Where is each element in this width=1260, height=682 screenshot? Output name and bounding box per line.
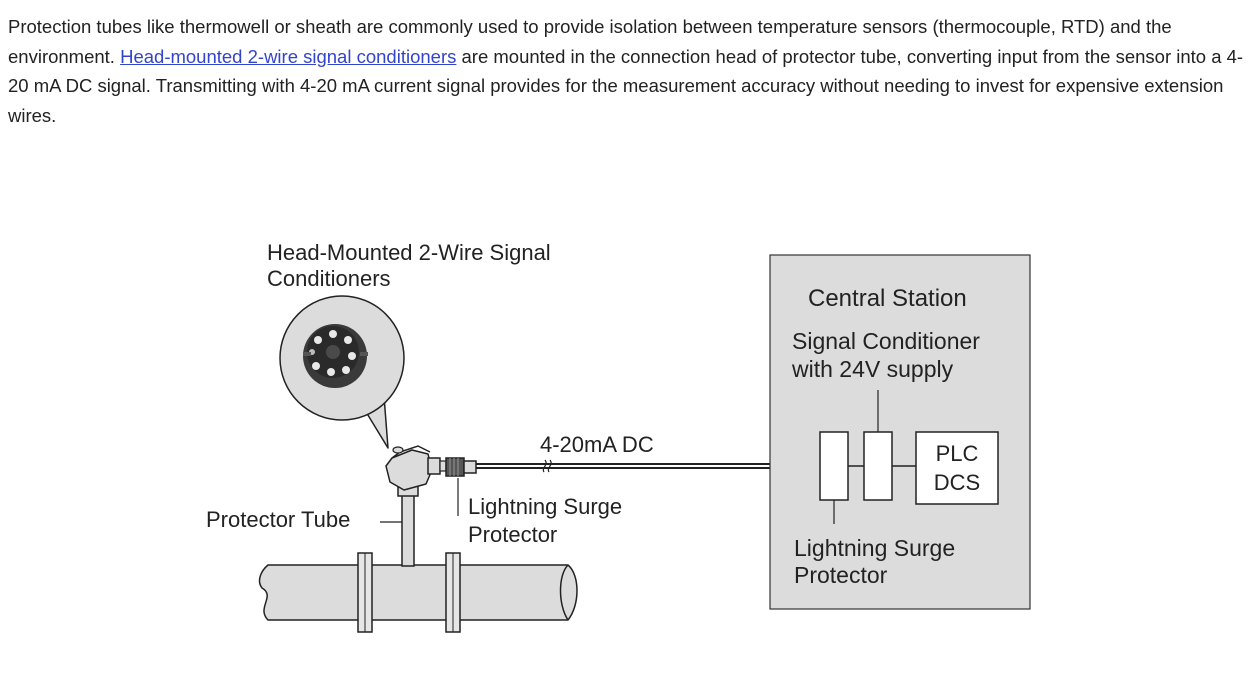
dcs-label: DCS — [934, 470, 980, 495]
conditioner-label-line2: with 24V supply — [791, 356, 954, 382]
signal-type-label: 4-20mA DC — [540, 432, 654, 457]
head-mounted-label-line2: Conditioners — [267, 266, 391, 291]
field-surge-protector — [445, 457, 477, 477]
process-pipe — [258, 552, 578, 633]
central-station-title: Central Station — [808, 285, 967, 312]
station-surge-label-line2: Protector — [794, 562, 888, 588]
conditioner-label-line1: Signal Conditioner — [792, 328, 980, 354]
intro-text-before: Protection tubes like thermowell or shea… — [8, 16, 1172, 67]
station-signal-conditioner-module — [863, 431, 893, 501]
intro-text-after: are mounted in the connection head of pr… — [8, 45, 1244, 126]
protector-tube — [397, 485, 419, 567]
plc-dcs-box — [915, 431, 999, 505]
signal-conditioners-link[interactable]: Head-mounted 2-wire signal conditioners — [120, 45, 457, 67]
signal-conditioner-photo — [303, 324, 368, 388]
protector-tube-label: Protector Tube — [206, 507, 350, 532]
intro-paragraph: Protection tubes like thermowell or shea… — [8, 12, 1254, 130]
plc-label: PLC — [936, 441, 979, 466]
field-surge-label-line2: Protector — [468, 522, 557, 547]
field-surge-label-line1: Lightning Surge — [468, 494, 622, 519]
head-mounted-label-line1: Head-Mounted 2-Wire Signal — [267, 240, 551, 265]
station-surge-label-line1: Lightning Surge — [794, 535, 955, 561]
conditioner-callout — [279, 295, 405, 449]
signal-cable — [476, 459, 820, 473]
station-surge-protector-module — [819, 431, 849, 501]
connection-head — [385, 445, 447, 491]
